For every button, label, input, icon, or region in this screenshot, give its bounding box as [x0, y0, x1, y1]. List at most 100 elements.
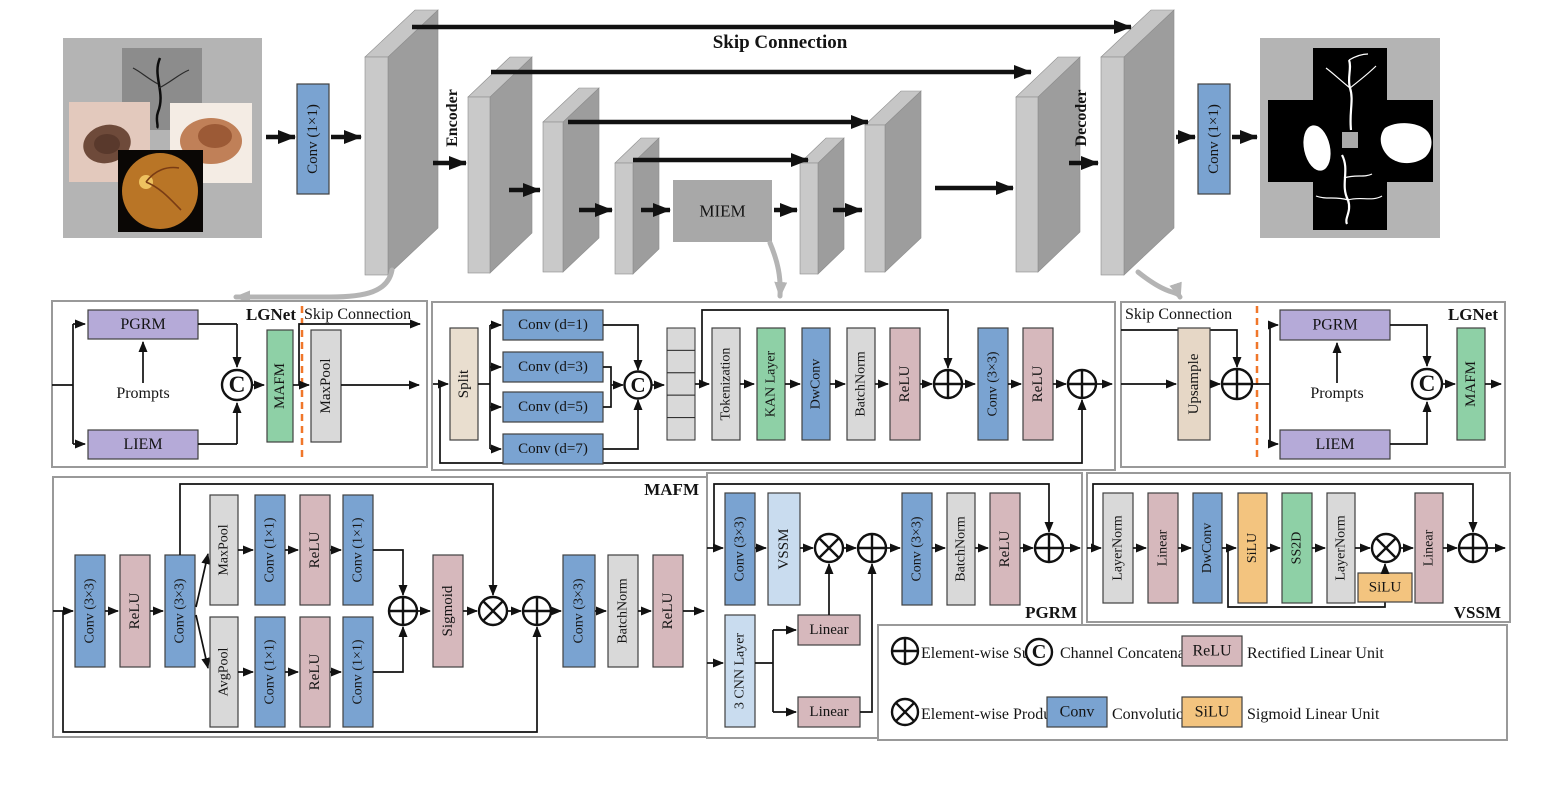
mafm-box [266, 329, 294, 443]
connector-arrow [62, 611, 542, 733]
conv-3-3-label: Conv (3×3) [910, 516, 925, 581]
conv-3-3-label: Conv (3×3) [173, 578, 188, 643]
relu-box [299, 494, 331, 606]
sum-op [1457, 532, 1489, 564]
split-label: Split [456, 369, 472, 398]
connector-arrow [1390, 401, 1432, 445]
retinal-vessels [145, 166, 182, 211]
relu-box [299, 616, 331, 728]
linear-box [797, 614, 861, 646]
liem-label: LIEM [1315, 436, 1354, 453]
prompts-label: Prompts [1310, 385, 1363, 402]
concat-legend-icon: C [1024, 637, 1054, 667]
sum-op [521, 595, 553, 627]
sum-op [1066, 368, 1098, 400]
conv-d-7-box [502, 433, 604, 465]
avgpool-label: AvgPool [217, 648, 232, 697]
circle [220, 368, 254, 402]
feature-map-slab [1015, 96, 1039, 273]
ss2d-box [1281, 492, 1313, 604]
circle [623, 370, 653, 400]
circle [1410, 367, 1444, 401]
miem-box [673, 180, 772, 242]
concat-op: C [1410, 367, 1444, 401]
legend-label: Convolution [1112, 706, 1192, 723]
dwconv-label: DwConv [1200, 523, 1215, 574]
ss2d-label: SS2D [1290, 532, 1305, 565]
output-masks [1260, 38, 1440, 238]
upsample-label: Upsample [1186, 353, 1202, 414]
pointer-to-miem-detail [767, 240, 788, 299]
batchnorm-box [846, 327, 876, 441]
conv-1-1-label: Conv (1×1) [351, 639, 366, 704]
connector-arrow [860, 563, 877, 713]
connector-arrow [713, 483, 1054, 548]
relu-label: ReLU [307, 654, 323, 691]
sigmoid-box [432, 554, 464, 668]
conv-d-1-label: Conv (d=1) [518, 317, 588, 333]
conv-d-3-label: Conv (d=3) [518, 359, 588, 375]
lgnet-title: LGNet [246, 305, 296, 324]
conv-d-5-label: Conv (d=5) [518, 399, 588, 415]
sum-op [932, 368, 964, 400]
circle [1024, 637, 1054, 667]
token-cell [666, 349, 696, 374]
linear-box [797, 696, 861, 728]
vessel-stroke [132, 67, 190, 89]
batchnorm-label: BatchNorm [616, 578, 631, 643]
lesion-patch-core [198, 124, 232, 148]
sigmoid-label: Sigmoid [440, 585, 456, 636]
avgpool-box [209, 616, 239, 728]
relu-box [652, 554, 684, 668]
linear-box [1147, 492, 1179, 604]
blob-mask-left [1303, 125, 1331, 171]
liem-box [87, 429, 199, 460]
maxpool-label: MaxPool [217, 524, 232, 575]
connector-line [603, 366, 612, 385]
dwconv-label: DwConv [809, 359, 824, 410]
tokenization-box [711, 327, 741, 441]
token-cell [666, 327, 696, 351]
conv-1-1-label: Conv (1×1) [305, 104, 321, 174]
mafm-label: MAFM [1463, 361, 1479, 407]
connector-arrow [195, 553, 211, 608]
encoder-label: Encoder [444, 89, 461, 147]
vessel-mask-bottom-branches [1315, 173, 1383, 201]
legend-label: Element-wise Sum [921, 645, 1043, 662]
concat-glyph: C [1032, 641, 1047, 663]
sum-op [1033, 532, 1065, 564]
mafm-box [1456, 327, 1486, 441]
silu-legend-box [1181, 696, 1243, 728]
conv-3-3-label: Conv (3×3) [572, 578, 587, 643]
feature-map-slab [364, 56, 389, 276]
token-cell [666, 394, 696, 419]
liem-box [1279, 429, 1391, 460]
input-images [63, 38, 262, 238]
maxpool-box [209, 494, 239, 606]
product-op [813, 532, 845, 564]
silu-label: SiLU [1195, 704, 1230, 721]
conv-legend-box [1046, 696, 1108, 728]
legend-label: Element-wise Product [921, 706, 1063, 723]
silu-box [1357, 572, 1413, 603]
feature-map-slab [799, 162, 819, 275]
line [482, 600, 504, 622]
skip-connection-label: Skip Connection [713, 32, 848, 53]
legend-label: Sigmoid Linear Unit [1247, 706, 1380, 723]
conv-1-1-box [342, 616, 374, 728]
feature-map-slab [467, 96, 491, 274]
feature-map-slab [614, 162, 634, 275]
relu-label: ReLU [660, 593, 676, 630]
batchnorm-label: BatchNorm [854, 351, 869, 416]
relu-label: ReLU [1030, 366, 1046, 403]
connector-arrow [179, 483, 498, 596]
maxpool-box [310, 329, 342, 443]
feature-map-slab [1100, 56, 1125, 276]
layernorm-box [1102, 492, 1134, 604]
silu-label: SiLU [1369, 580, 1402, 596]
